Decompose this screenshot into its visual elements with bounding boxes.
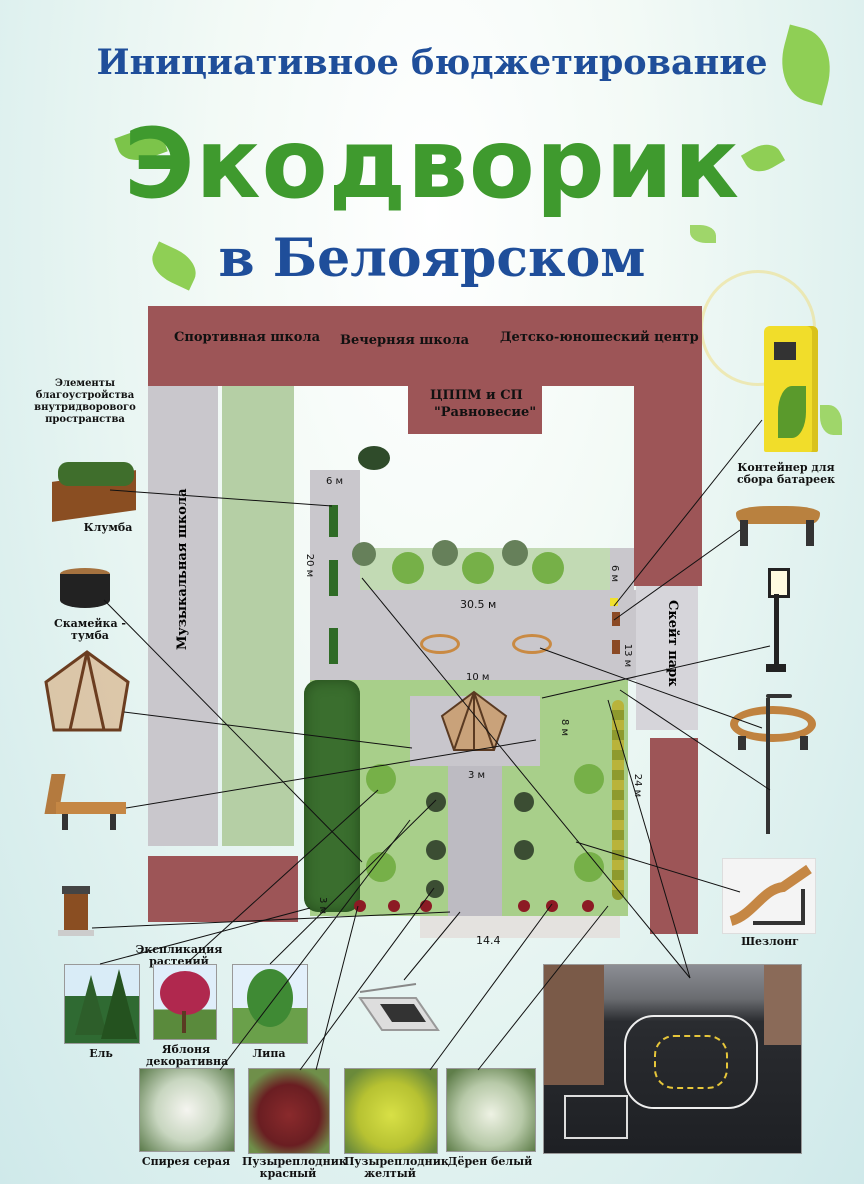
dim-3m: 3 м: [468, 770, 486, 781]
building-cppm: [408, 380, 542, 434]
lounger-label: Шезлонг: [741, 935, 799, 948]
leaf-icon: [690, 225, 716, 243]
bush: [502, 540, 528, 566]
bush: [366, 764, 396, 794]
skate-park-photo: [543, 964, 802, 1154]
ninebark-red-photo: [248, 1068, 330, 1154]
bush: [426, 880, 444, 898]
project-location: в Белоярском: [218, 228, 646, 289]
leaf-icon: [820, 405, 842, 435]
dogwood-label: Дёрен белый: [447, 1155, 533, 1168]
bush-red: [546, 900, 558, 912]
bench-icon: [44, 774, 126, 832]
dim-30-5m: 30.5 м: [460, 598, 497, 611]
dim-6m-right: 6 м: [609, 564, 621, 583]
program-title: Инициативное бюджетирование: [96, 42, 768, 83]
bush: [514, 840, 534, 860]
flowerbed-icon: [48, 462, 140, 524]
bench-marker: [612, 640, 620, 654]
ramp-icon: [356, 978, 442, 1038]
bush: [532, 552, 564, 584]
bush: [574, 852, 604, 882]
dim-6m: 6 м: [326, 476, 344, 487]
park-lamp-icon: [758, 690, 798, 834]
bush-red: [354, 900, 366, 912]
hedge-yellow: [612, 700, 624, 900]
bench-curved-icon: [736, 500, 820, 548]
street-lamp-icon: [762, 568, 790, 674]
skate-park-text: Скейт парк: [665, 600, 680, 687]
ninebark-yellow-photo: [344, 1068, 438, 1154]
project-title: Экодворик: [124, 108, 740, 220]
bush-red: [582, 900, 594, 912]
dim-3m-left: 3 м: [317, 896, 329, 915]
elements-title: Элементы благоустройства внутридворового…: [34, 378, 136, 425]
apple-photo: [153, 964, 217, 1040]
cppm-label: ЦППМ и СП: [430, 388, 523, 403]
youth-center-label: Детско-юношеский центр: [500, 330, 699, 345]
trash-bin-icon: [58, 886, 94, 938]
dim-24m: 24 м: [632, 773, 644, 798]
gazebo-icon: [440, 690, 508, 752]
battery-container-icon: [764, 326, 818, 452]
flowerbed-label: Клумба: [83, 521, 133, 534]
spruce-label: Ель: [89, 1047, 113, 1060]
dim-20m: 20 м: [304, 553, 316, 578]
bench-tumba-label: Скамейка - тумба: [53, 617, 126, 642]
bush: [432, 540, 458, 566]
cppm-label-2: "Равновесие": [434, 405, 537, 420]
apple-label: Яблоня декоративна: [146, 1043, 229, 1068]
bush: [352, 542, 376, 566]
spirea-photo: [139, 1068, 235, 1152]
bush-red: [388, 900, 400, 912]
yard-bottom-edge: [420, 916, 620, 938]
bench-tumba-icon: [60, 568, 110, 610]
spirea-label: Спирея серая: [141, 1155, 231, 1168]
bush: [358, 446, 390, 470]
green-strip: [222, 386, 294, 846]
bush: [426, 792, 446, 812]
bush: [426, 840, 446, 860]
bush-red: [420, 900, 432, 912]
dim-14-4: 14.4: [476, 934, 501, 947]
round-bench: [420, 634, 460, 654]
evening-school-label: Вечерняя школа: [340, 333, 470, 348]
music-school-text: Музыкальная школа: [175, 488, 190, 650]
flowerbed-strip: [329, 628, 338, 664]
yard-path-vertical: [448, 760, 502, 916]
hedge-trees: [304, 680, 360, 912]
building-right: [634, 306, 702, 586]
lounger-icon: [722, 858, 816, 934]
dim-8m: 8 м: [559, 718, 571, 737]
sport-school-label: Спортивная школа: [174, 330, 321, 345]
bench-marker: [612, 612, 620, 626]
ninebark-red-label: Пузыреплодник красный: [242, 1155, 347, 1180]
battery-container-marker: [610, 598, 618, 606]
ninebark-yellow-label: Пузыреплодник желтый: [344, 1155, 449, 1180]
bush: [574, 764, 604, 794]
dogwood-photo: [446, 1068, 536, 1152]
spruce-photo: [64, 964, 140, 1044]
bush: [366, 852, 396, 882]
linden-label: Липа: [252, 1047, 286, 1060]
dim-10m: 10 м: [466, 672, 490, 683]
dim-13m: 13 м: [622, 643, 634, 668]
flowerbed-strip: [329, 505, 338, 537]
linden-photo: [232, 964, 308, 1044]
bush: [514, 792, 534, 812]
bush-red: [518, 900, 530, 912]
flowerbed-strip: [329, 560, 338, 596]
bush: [462, 552, 494, 584]
battery-container-label: Контейнер для сбора батареек: [736, 461, 836, 486]
bush: [392, 552, 424, 584]
round-bench: [512, 634, 552, 654]
building-bottom-left: [148, 856, 298, 922]
building-bottom-right: [650, 738, 698, 934]
gazebo-illustration: [44, 650, 130, 732]
building-top: [148, 306, 702, 386]
